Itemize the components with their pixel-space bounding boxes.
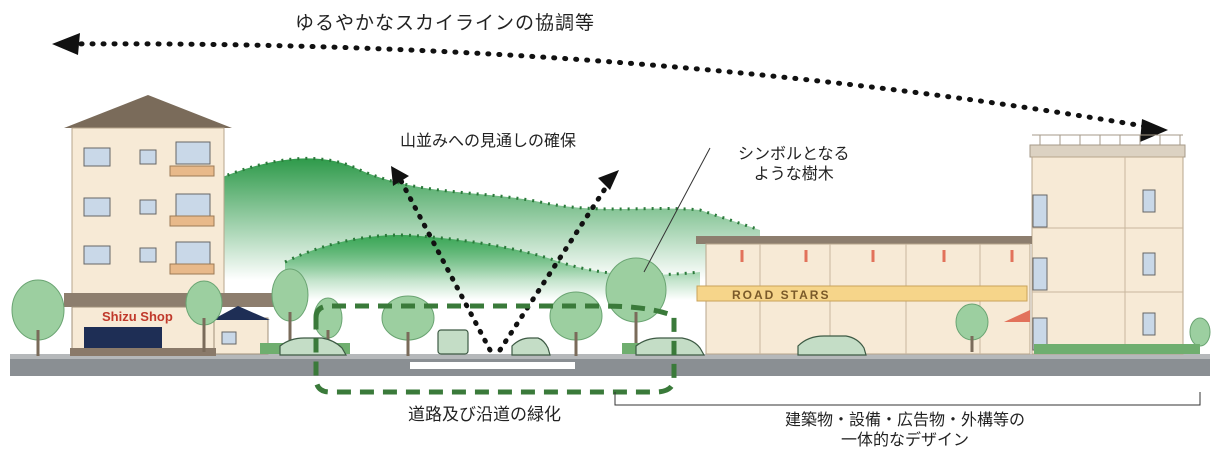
mountains	[219, 156, 761, 300]
symbol-tree-label-line2: ような樹木	[753, 164, 834, 183]
design-label-line1: 建築物・設備・広告物・外構等の	[785, 410, 1026, 429]
cars	[279, 329, 867, 356]
trees	[11, 257, 1211, 347]
design-label-line2: 一体的なデザイン	[841, 430, 970, 449]
shop-sign: Shizu Shop	[102, 309, 173, 324]
right-tall-building	[1029, 134, 1186, 355]
design-bracket	[614, 392, 1201, 406]
skyline-arrow	[52, 33, 1168, 142]
view-sightlines	[391, 166, 619, 353]
integrated-design-label: 建築物・設備・広告物・外構等の 一体的なデザイン	[785, 410, 1025, 450]
symbol-tree-leader	[643, 147, 711, 273]
road	[10, 358, 1210, 376]
skyline-label: ゆるやかなスカイラインの協調等	[295, 12, 596, 34]
road-stars-sign: ROAD STARS	[732, 288, 830, 302]
crosswalk	[410, 362, 575, 369]
greening-dashed-loop	[313, 303, 677, 395]
road-greening-label: 道路及び沿道の緑化	[408, 405, 561, 425]
symbol-tree-label: シンボルとなる ような樹木	[738, 144, 850, 184]
mountain-view-label: 山並みへの見通しの確保	[400, 131, 577, 150]
symbol-tree-label-line1: シンボルとなる	[738, 144, 850, 163]
left-building	[64, 95, 276, 356]
